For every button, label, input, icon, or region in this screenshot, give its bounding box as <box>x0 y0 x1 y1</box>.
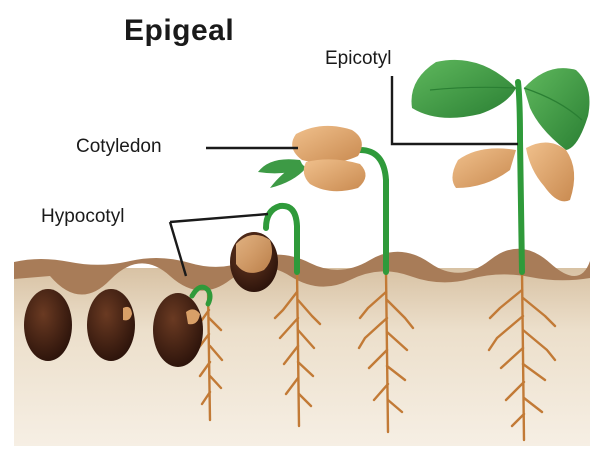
cotyledon-lower <box>304 159 366 191</box>
diagram-title: Epigeal <box>124 14 234 48</box>
cotyledon-upper <box>292 126 362 163</box>
hypocotyl-stage-5 <box>360 150 386 272</box>
seed-stage-1 <box>24 289 72 361</box>
cotyledon-right-mature <box>526 142 574 201</box>
stem-stage-6 <box>518 82 522 272</box>
seed-stage-2 <box>87 289 135 361</box>
label-hypocotyl: Hypocotyl <box>41 206 124 228</box>
cotyledon-left-mature <box>452 148 516 188</box>
label-cotyledon: Cotyledon <box>76 136 162 158</box>
label-epicotyl: Epicotyl <box>325 48 392 70</box>
young-leaves <box>258 159 306 188</box>
leaf-left <box>412 60 517 118</box>
leaf-right <box>524 68 590 150</box>
